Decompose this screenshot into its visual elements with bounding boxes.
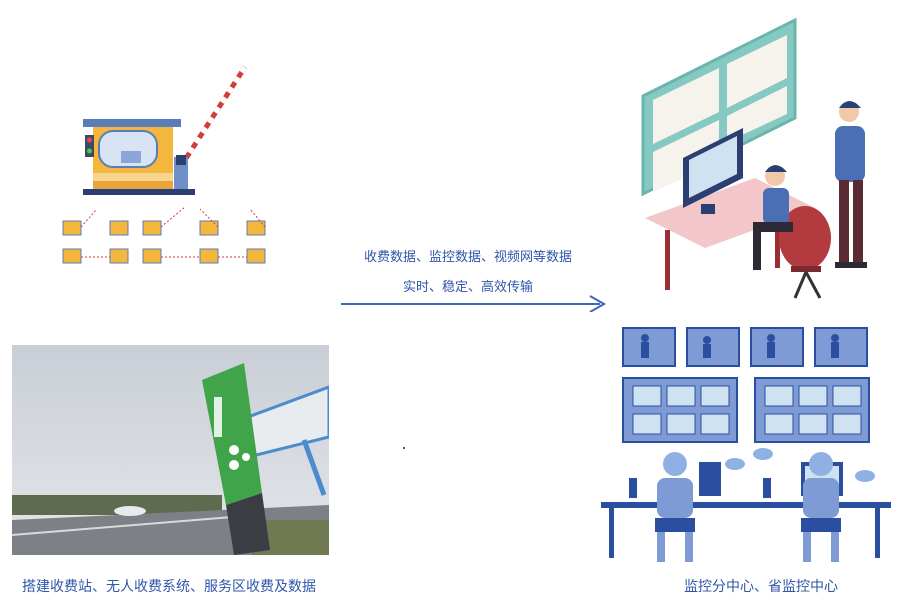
network-icon	[62, 206, 266, 264]
video-wall-icon	[601, 327, 891, 562]
left-caption: 搭建收费站、无人收费系统、服务区收费及数据	[22, 579, 316, 595]
barrier-gate-icon	[174, 65, 248, 195]
flow-label-data: 收费数据、监控数据、视频网等数据	[363, 250, 572, 265]
flow-label-transmission: 实时、稳定、高效传输	[402, 280, 533, 295]
decorative-dot	[403, 447, 405, 449]
flow-arrow	[341, 295, 607, 312]
right-caption: 监控分中心、省监控中心	[684, 579, 838, 595]
monitoring-room-icon	[641, 17, 867, 299]
operator-icon	[655, 452, 695, 562]
toll-booth-icon	[83, 65, 248, 195]
cloud-icon	[725, 448, 875, 482]
toll-plaza-photo	[12, 345, 329, 555]
